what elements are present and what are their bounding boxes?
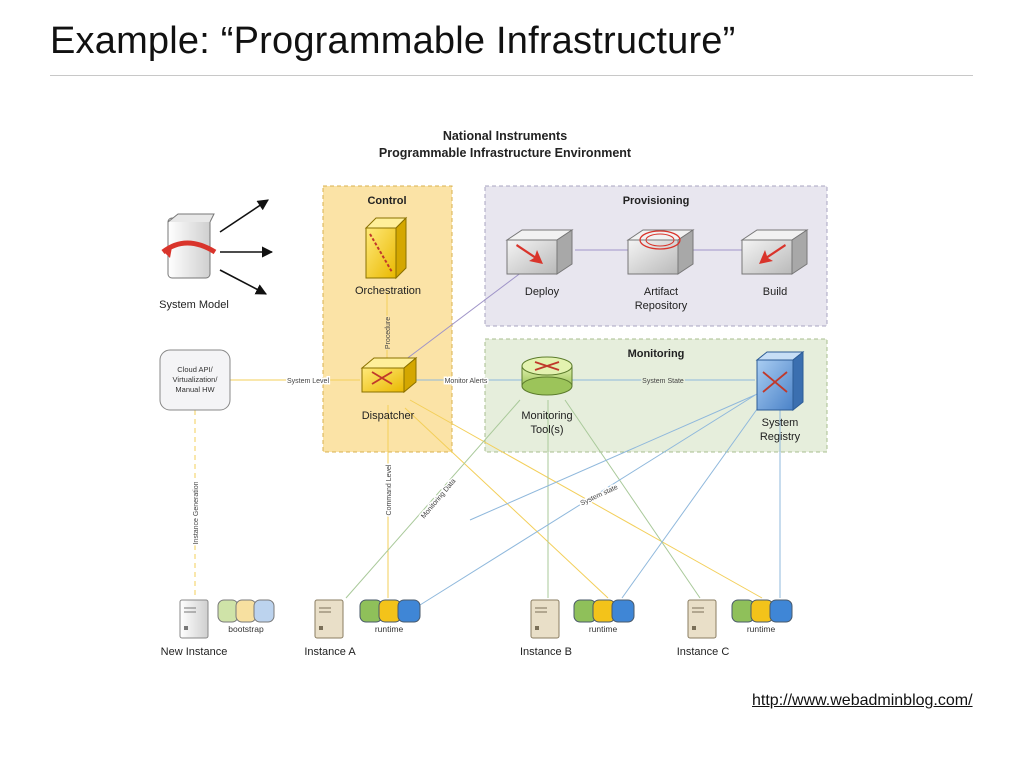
edge-label-command-level: Command Level — [386, 464, 393, 515]
cloud-api-box — [159, 349, 231, 411]
instance-a-node: runtime Instance A — [304, 599, 421, 658]
deploy-label: Deploy — [525, 286, 560, 298]
artifact-repository-icon — [626, 229, 695, 275]
system-model-node: System Model — [159, 199, 274, 311]
instance-b-node: runtime Instance B — [520, 599, 635, 658]
deploy-node: Deploy — [505, 229, 574, 298]
runtime-queue-icon — [359, 599, 421, 623]
monitoring-group-label: Monitoring — [628, 348, 685, 360]
source-link[interactable]: http://www.webadminblog.com/ — [752, 692, 973, 709]
runtime-label: runtime — [747, 624, 776, 634]
build-node: Build — [740, 229, 809, 298]
build-box-icon — [740, 229, 809, 275]
outgoing-arrows-icon — [219, 199, 274, 295]
edge-label-monitoring-data: Monitoring Data — [420, 478, 457, 520]
system-registry-label-line2: Registry — [760, 431, 801, 443]
edge-label-system-state-lower: System state — [580, 484, 620, 507]
cloud-api-label-line2: Virtualization/ — [173, 375, 219, 384]
edge-label-instance-generation: Instance Generation — [193, 481, 200, 544]
runtime-queue-icon — [731, 599, 793, 623]
system-registry-label-line1: System — [762, 417, 799, 429]
cloud-api-label-line1: Cloud API/ — [177, 365, 213, 374]
monitoring-tool-label-line2: Tool(s) — [530, 424, 563, 436]
system-registry-node: System Registry — [755, 350, 805, 443]
edge-label-procedure: Procedure — [385, 317, 392, 349]
dispatcher-label: Dispatcher — [362, 410, 415, 422]
instance-c-node: runtime Instance C — [677, 599, 793, 658]
monitoring-router-icon — [521, 356, 573, 396]
bootstrap-queue-icon — [217, 599, 275, 623]
diagram-title-line2: Programmable Infrastructure Environment — [379, 146, 632, 160]
server-icon — [530, 599, 560, 639]
runtime-label: runtime — [375, 624, 404, 634]
monitoring-tool-node: Monitoring Tool(s) — [521, 356, 573, 436]
server-icon — [179, 599, 209, 639]
system-registry-icon — [755, 350, 805, 412]
edge-label-system-state: System State — [642, 378, 684, 385]
orchestration-node: Orchestration — [355, 216, 421, 297]
edge-label-system-level: System Level — [287, 378, 329, 385]
dispatcher-box-icon — [360, 356, 418, 394]
diagram-title-line1: National Instruments — [443, 129, 567, 143]
cloud-api-label-line3: Manual HW — [175, 385, 215, 394]
slide-title: Example: “Programmable Infrastructure” — [50, 20, 736, 62]
artifact-repository-label-line1: Artifact — [644, 286, 678, 298]
runtime-label: runtime — [589, 624, 618, 634]
runtime-queue-icon — [573, 599, 635, 623]
bootstrap-label: bootstrap — [228, 624, 264, 634]
control-group-label: Control — [367, 195, 406, 207]
monitoring-tool-label-line1: Monitoring — [521, 410, 572, 422]
new-instance-label: New Instance — [161, 646, 228, 658]
deploy-box-icon — [505, 229, 574, 275]
cloud-api-node: Cloud API/ Virtualization/ Manual HW — [159, 349, 231, 411]
connector-lines — [194, 249, 781, 606]
server-tower-icon — [161, 213, 217, 279]
server-icon — [314, 599, 344, 639]
artifact-repository-node: Artifact Repository — [626, 229, 695, 312]
orchestration-cube-icon — [364, 216, 408, 280]
edge-label-monitor-alerts: Monitor Alerts — [445, 378, 488, 385]
artifact-repository-label-line2: Repository — [635, 300, 688, 312]
server-icon — [687, 599, 717, 639]
build-label: Build — [763, 286, 787, 298]
instance-c-label: Instance C — [677, 646, 730, 658]
title-divider — [50, 75, 973, 76]
new-instance-node: bootstrap New Instance — [161, 599, 275, 658]
instance-b-label: Instance B — [520, 646, 572, 658]
provisioning-group-label: Provisioning — [623, 195, 690, 207]
dispatcher-node: Dispatcher — [360, 356, 418, 422]
instance-a-label: Instance A — [304, 646, 356, 658]
system-model-label: System Model — [159, 299, 229, 311]
orchestration-label: Orchestration — [355, 285, 421, 297]
